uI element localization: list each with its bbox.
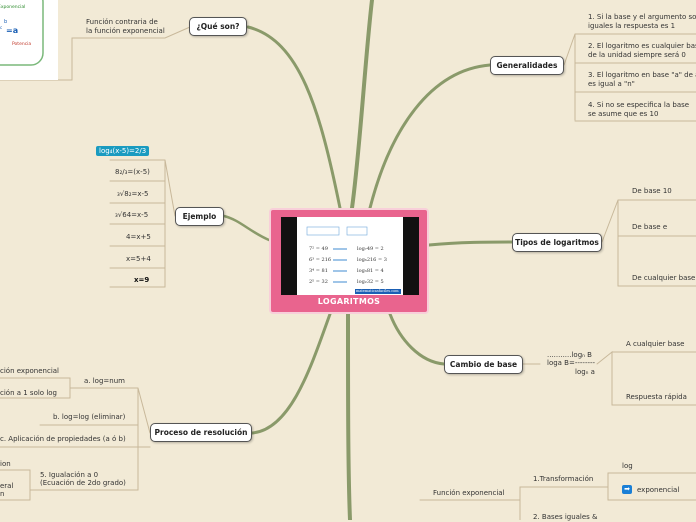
proceso-sub-5: n	[0, 490, 5, 498]
branch-generalidades	[368, 63, 492, 210]
branch-bottom	[346, 312, 352, 520]
central-topic-image: 7² = 49 log₇49 = 2 6³ = 216 log₆216 = 3 …	[281, 217, 419, 295]
image-eq-4-left: 2⁵ = 32	[309, 279, 328, 285]
image-eq-2-right: log₆216 = 3	[357, 257, 387, 263]
ejemplo-step-result: x=9	[134, 276, 150, 284]
node-generalidades[interactable]: Generalidades	[490, 56, 564, 75]
proceso-sub-3: ion	[0, 460, 11, 468]
funcion-item-transformacion: 1.Transformación	[533, 475, 594, 483]
generalidad-1-line2: iguales la respuesta es 1	[588, 22, 676, 30]
ejemplo-step-6: x=5+4	[126, 255, 151, 263]
thumb-label-potencia: Potencia	[12, 42, 32, 47]
ejemplo-step-1: log₄(x-5)=2/3	[96, 146, 150, 156]
tipo-base-e: De base e	[632, 223, 668, 231]
proceso-sub-4: eral	[0, 482, 14, 490]
branch-tipos	[427, 240, 514, 247]
ejemplo-step-2: 8₂/₃=(x-5)	[115, 168, 150, 176]
thumbnail-graphic	[0, 0, 44, 66]
cambio-formula-bottom: logₙ a	[575, 368, 595, 376]
tipo-cualquier-base: De cualquier base	[632, 274, 696, 282]
proceso-item-5-line2: (Ecuación de 2do grado)	[40, 479, 126, 487]
node-ejemplo-label: Ejemplo	[182, 212, 217, 221]
cambio-formula-mid: loga B=--------	[547, 359, 596, 367]
generalidad-1-line1: 1. Si la base y el argumento son	[588, 13, 696, 21]
funcion-sub-exponencial: exponencial	[637, 486, 680, 494]
generalidad-3-line2: es igual a "n"	[588, 80, 635, 88]
generalidad-4-line1: 4. Si no se especifica la base	[588, 101, 690, 109]
image-eq-3-left: 3⁴ = 81	[309, 268, 328, 274]
ejemplo-step-5: 4=x+5	[126, 233, 151, 241]
thumb-label-a: =a	[6, 26, 19, 35]
ejemplo-step-4: ₃√64=x-5	[115, 211, 149, 219]
cambio-formula-top: ...........logₙ B	[547, 351, 592, 359]
funcion-exponencial-label: Función exponencial	[433, 489, 505, 497]
node-que-son[interactable]: ¿Qué son?	[189, 17, 247, 36]
image-eq-3-right: log₃81 = 4	[357, 268, 384, 274]
funcion-item-bases-iguales: 2. Bases iguales &	[533, 513, 598, 521]
branch-ejemplo	[222, 214, 271, 242]
que-son-desc-line1: Función contraria de	[86, 18, 158, 26]
central-image-diagram	[306, 226, 401, 294]
generalidad-3-line1: 3. El logaritmo en base "a" de a	[588, 71, 696, 79]
generalidad-2-line2: de la unidad siempre será 0	[588, 51, 686, 59]
cambio-respuesta-rapida: Respuesta rápida	[626, 393, 687, 401]
arrow-right-icon: ➡	[622, 485, 632, 494]
generalidad-4-line2: se asume que es 10	[588, 110, 659, 118]
proceso-item-5-line1: 5. Igualación a 0	[40, 471, 99, 479]
image-footer: matematicasfaciles.com	[356, 289, 399, 293]
node-generalidades-label: Generalidades	[496, 61, 558, 70]
thumb-label-exponencial: Exponencial	[0, 5, 26, 10]
branch-top	[350, 0, 374, 210]
proceso-sub-2: ción a 1 solo log	[0, 389, 57, 397]
node-proceso-resolucion[interactable]: Proceso de resolución	[150, 423, 252, 442]
proceso-item-b: b. log=log (eliminar)	[53, 413, 126, 421]
ejemplo-step-3: ₃√8₂=x-5	[117, 190, 149, 198]
cambio-cualquier-base: A cualquier base	[626, 340, 685, 348]
branch-proceso	[250, 312, 332, 435]
image-eq-4-right: log₂32 = 5	[357, 279, 384, 285]
central-topic-logaritmos[interactable]: 7² = 49 log₇49 = 2 6³ = 216 log₆216 = 3 …	[269, 208, 429, 314]
node-tipos-label: Tipos de logaritmos	[515, 238, 599, 247]
que-son-desc-line2: la función exponencial	[86, 27, 165, 35]
tipo-base-10: De base 10	[632, 187, 672, 195]
node-cambio-base[interactable]: Cambio de base	[444, 355, 523, 374]
node-cambio-label: Cambio de base	[449, 360, 518, 369]
node-ejemplo[interactable]: Ejemplo	[175, 207, 224, 226]
generalidad-2-line1: 2. El logaritmo es cualquier base	[588, 42, 696, 50]
funcion-sub-log: log	[622, 462, 633, 470]
branch-que-son	[246, 25, 342, 210]
node-que-son-label: ¿Qué son?	[196, 22, 240, 31]
central-image-content: 7² = 49 log₇49 = 2 6³ = 216 log₆216 = 3 …	[297, 217, 403, 295]
exponential-diagram-thumbnail: Exponencial b c =a Potencia	[0, 0, 58, 80]
proceso-item-a: a. log=num	[84, 377, 125, 385]
image-eq-1-left: 7² = 49	[309, 246, 328, 252]
image-eq-1-right: log₇49 = 2	[357, 246, 384, 252]
thumb-label-c: c	[0, 25, 3, 30]
node-tipos-logaritmos[interactable]: Tipos de logaritmos	[512, 233, 602, 252]
node-proceso-label: Proceso de resolución	[154, 428, 248, 437]
thumb-label-b: b	[4, 19, 8, 25]
branch-cambio	[388, 312, 446, 366]
central-title: LOGARITMOS	[317, 297, 381, 306]
proceso-sub-1: ción exponencial	[0, 367, 59, 375]
image-eq-2-left: 6³ = 216	[309, 257, 332, 263]
proceso-item-c: c. Aplicación de propiedades (a ó b)	[0, 435, 126, 443]
